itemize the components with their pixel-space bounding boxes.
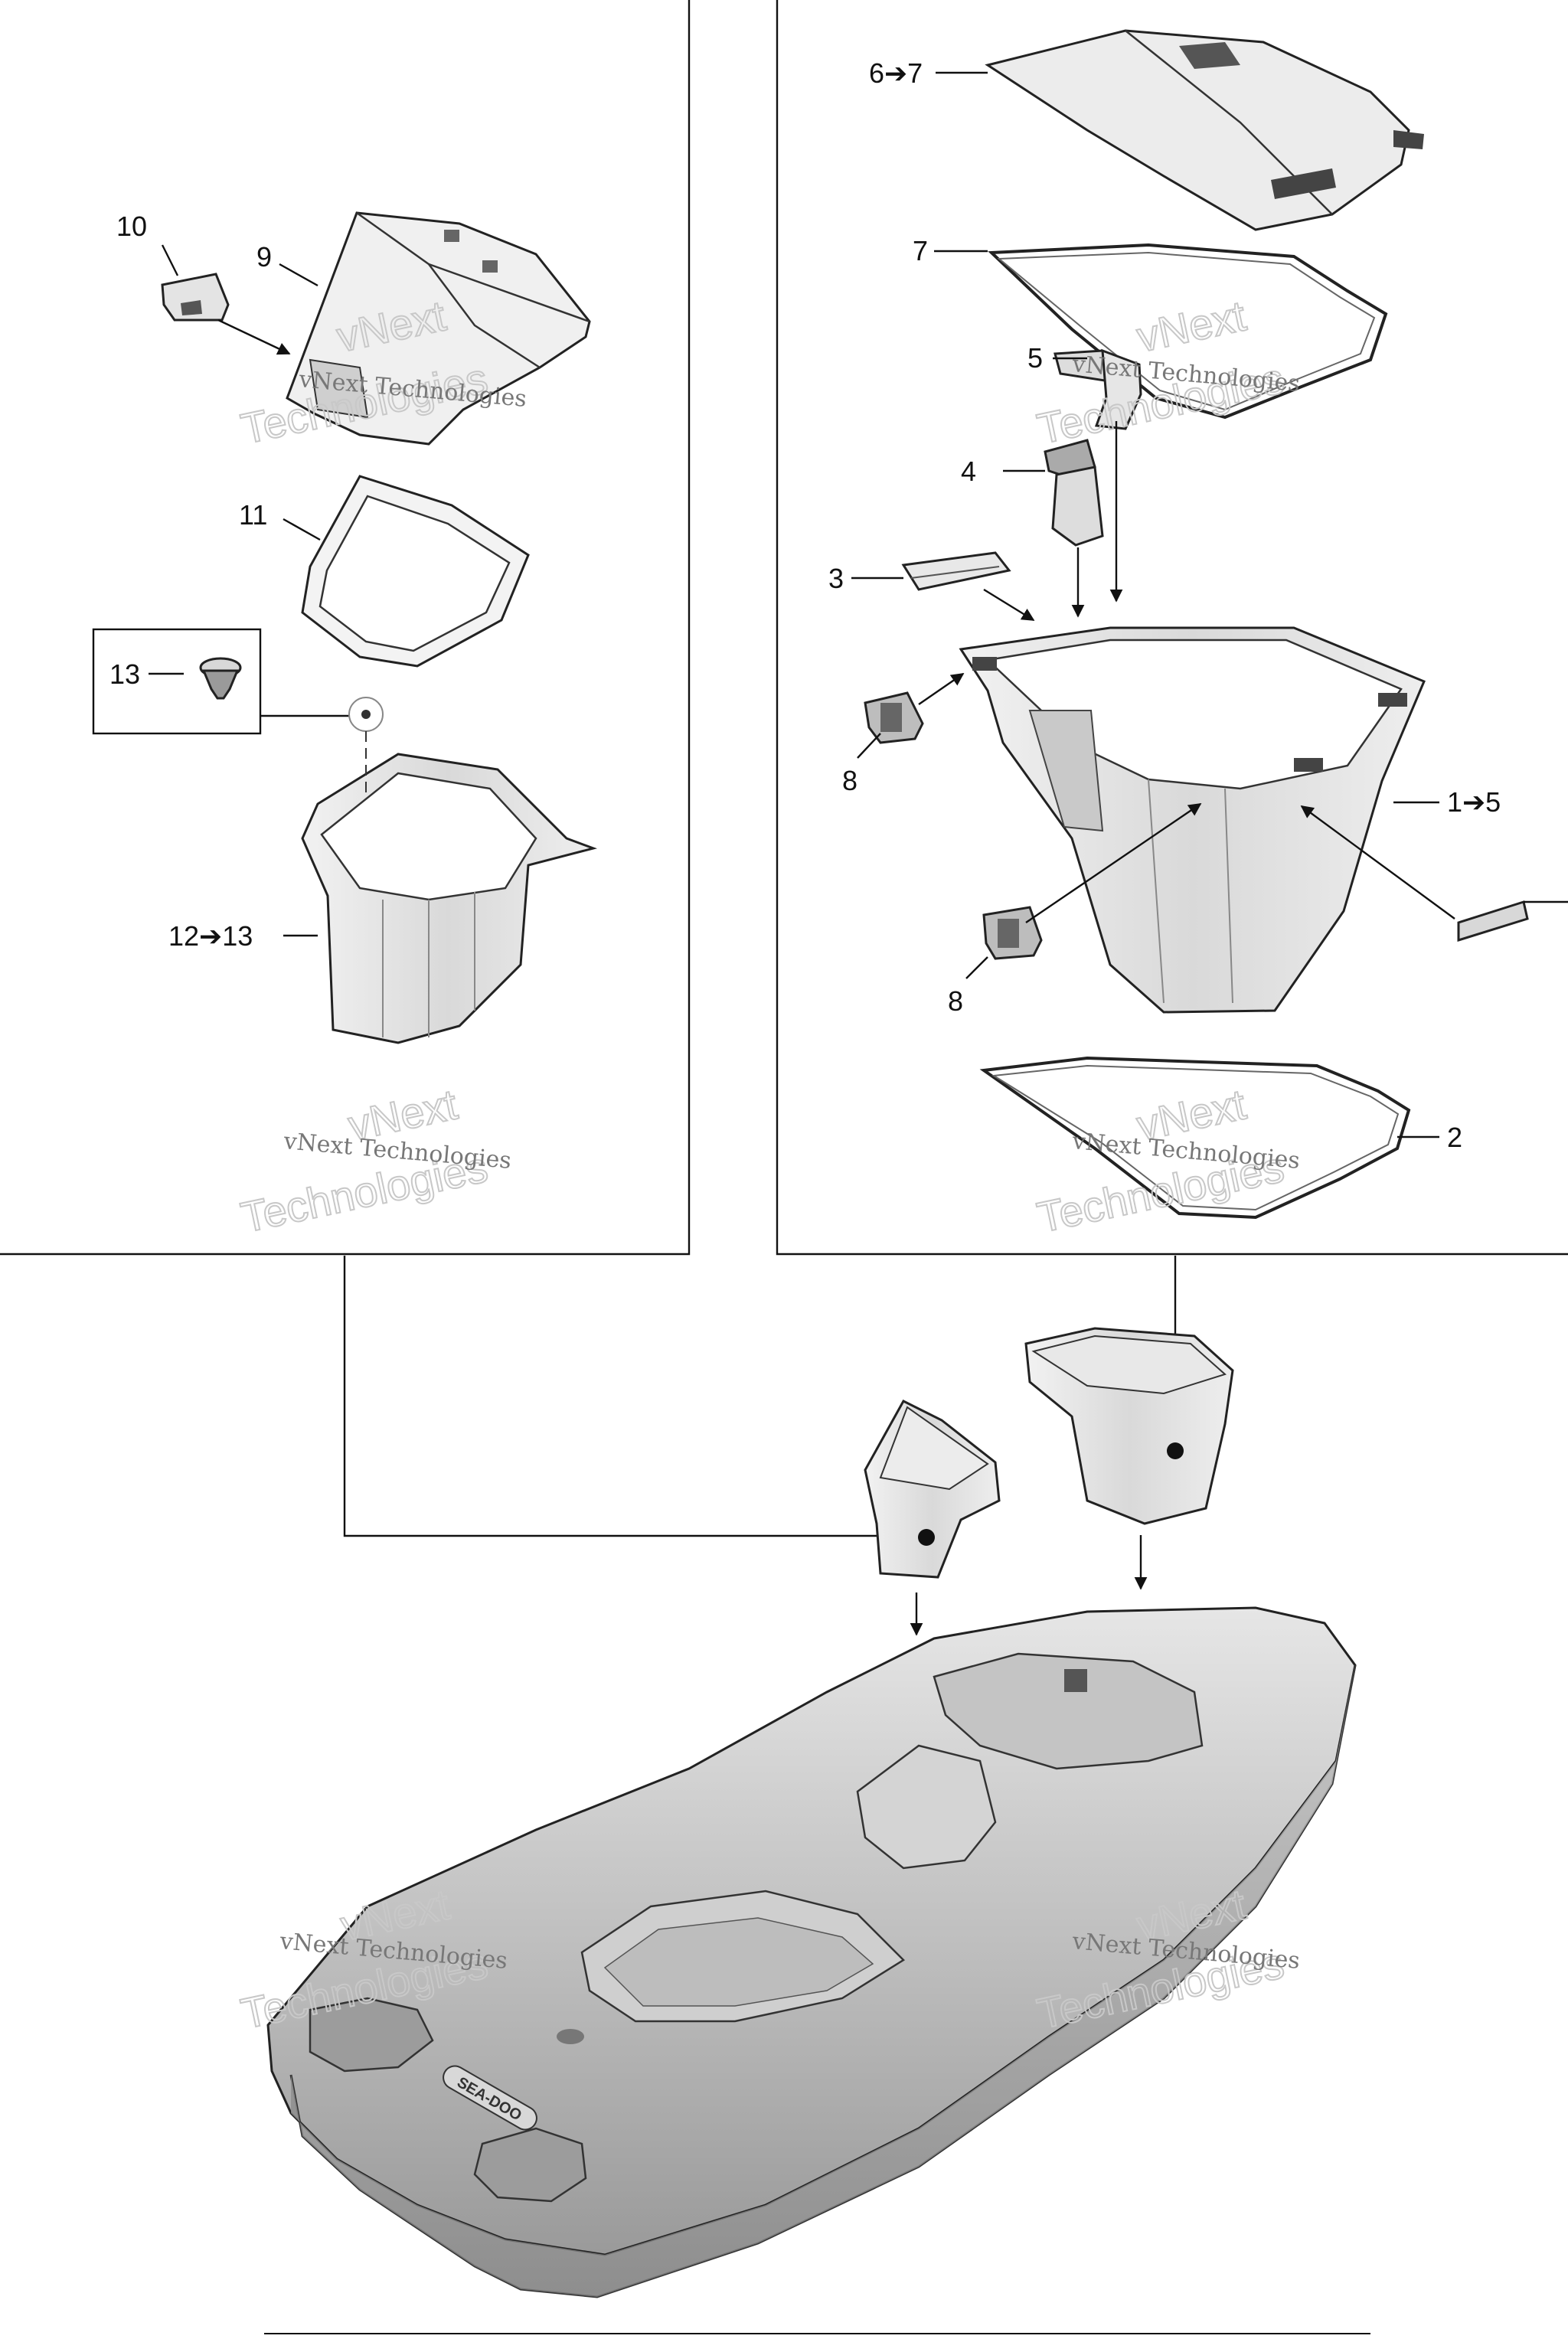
part-13-detail-box — [92, 628, 354, 735]
part-4-hinge — [1044, 439, 1104, 547]
callout-8-lower: 8 — [948, 985, 963, 1017]
callout-13: 13 — [109, 658, 140, 690]
callout-2: 2 — [1447, 1122, 1462, 1153]
assembly-arrows-lower — [910, 1535, 1148, 1636]
part-8-clip-lower — [982, 906, 1043, 960]
callout-8-upper: 8 — [842, 765, 858, 796]
watermark-3: vNext Technologies vNext Technologies — [236, 1079, 512, 1242]
part-2-gasket — [979, 1056, 1411, 1220]
watermark-2: vNext Technologies vNext Technologies — [1032, 290, 1301, 453]
assembly-arrows-left — [217, 318, 291, 355]
part-8-clip-upper — [864, 691, 924, 744]
right-panel-frame — [776, 0, 1568, 1256]
part-9-lid — [286, 211, 591, 446]
assembly-arrows-right — [918, 421, 1455, 923]
callout-leaders — [149, 71, 1568, 1138]
callout-labels: 10 9 11 13 12➔13 6➔7 7 5 4 3 8 8 1➔5 2 — [109, 57, 1501, 1153]
assembled-front-bin — [864, 1400, 1001, 1579]
callout-4: 4 — [961, 456, 976, 487]
part-6-lid — [985, 29, 1424, 231]
part-11-frame — [301, 475, 530, 668]
left-panel-frame — [0, 0, 691, 1256]
callout-6-7: 6➔7 — [869, 57, 923, 89]
part-1-storage-bin — [959, 626, 1426, 1014]
part-13-pin — [199, 657, 242, 700]
part-10-cap — [161, 273, 230, 322]
part-12-bin — [301, 697, 597, 1044]
watermark-4: vNext Technologies vNext Technologies — [1032, 1079, 1301, 1242]
part-3-handle — [901, 551, 1011, 591]
watercraft-hull: SEA-DOO — [266, 1606, 1357, 2298]
svg-text:vNext: vNext — [1132, 291, 1250, 361]
callout-10: 10 — [116, 211, 147, 242]
callout-5: 5 — [1027, 342, 1043, 374]
part-5-strip — [1457, 900, 1529, 942]
callout-9: 9 — [256, 241, 272, 273]
assembled-rear-bin — [1024, 1327, 1234, 1525]
callout-3: 3 — [828, 563, 844, 594]
callout-12-13: 12➔13 — [168, 920, 253, 952]
callout-7: 7 — [913, 235, 928, 266]
callout-11: 11 — [239, 499, 267, 531]
callout-1-5: 1➔5 — [1447, 786, 1501, 818]
